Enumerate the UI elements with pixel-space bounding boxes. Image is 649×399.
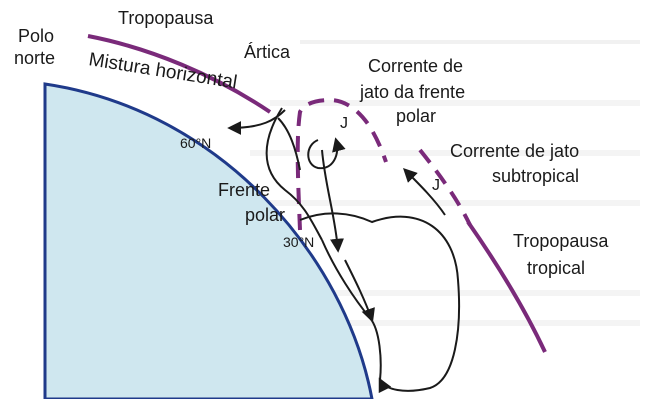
label-lat-30: 30°N [283,234,314,250]
label-jet-marker-subtropical: J [432,177,440,194]
label-jet-marker-polar: J [340,115,348,132]
label-jet-subtropical-line1: Corrente de jato [450,141,579,161]
label-jet-subtropical-line2: subtropical [492,166,579,186]
label-polo-line2: norte [14,48,55,68]
label-frente-polar-line1: Frente [218,180,270,200]
label-polo-line1: Polo [18,26,54,46]
label-jet-polar-line1: Corrente de [368,56,463,76]
label-tropopausa-tropical-line1: Tropopausa [513,231,609,251]
label-tropopausa-artica-line1: Tropopausa [118,8,214,28]
label-jet-polar-line3: polar [396,106,436,126]
label-jet-polar-line2: jato da frente [359,82,465,102]
label-tropopausa-artica-line2: Ártica [244,42,291,62]
label-tropopausa-tropical-line2: tropical [527,258,585,278]
label-frente-polar-line2: polar [245,205,285,225]
label-lat-60: 60°N [180,135,211,151]
